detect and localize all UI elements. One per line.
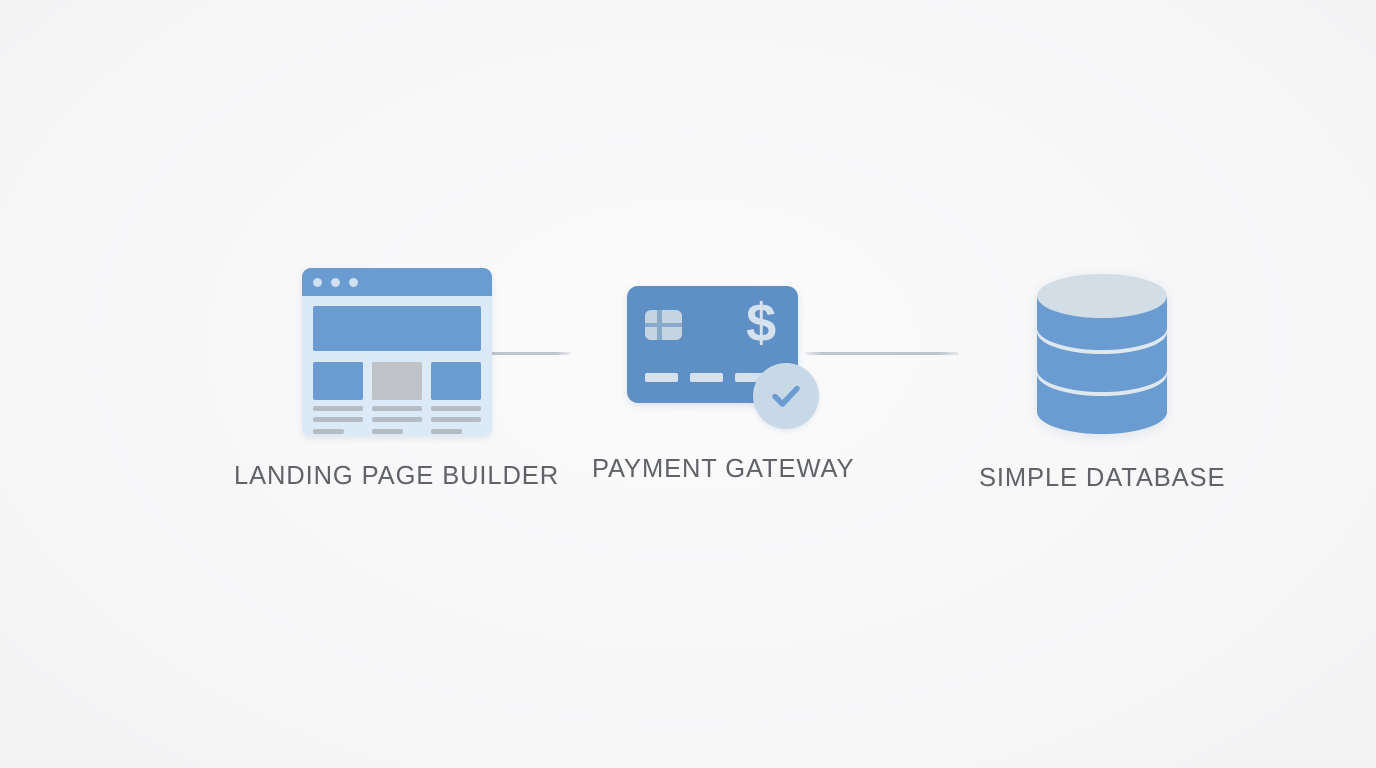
browser-column-text-line — [312, 417, 363, 422]
node-label-simple-database: SIMPLE DATABASE — [979, 464, 1226, 492]
node-label-payment-gateway: PAYMENT GATEWAY — [592, 455, 855, 483]
browser-dot-minimize-icon — [330, 277, 340, 287]
browser-column-thumb — [430, 362, 481, 400]
card-dash — [690, 373, 724, 382]
connector-landing-to-payment — [445, 352, 571, 355]
browser-column — [371, 362, 422, 434]
browser-column-text-line — [371, 417, 422, 422]
browser-hero-block — [312, 306, 481, 351]
browser-columns — [312, 362, 481, 434]
check-badge-icon — [753, 363, 820, 429]
card-number-dashes — [645, 373, 769, 382]
browser-column-text-line — [371, 429, 403, 434]
browser-column-text-line — [430, 417, 481, 422]
dollar-sign-icon: $ — [746, 293, 777, 353]
connector-payment-to-database — [805, 352, 959, 355]
card-dash — [645, 373, 679, 382]
browser-column-text-line — [312, 429, 344, 434]
browser-column-thumb — [371, 362, 422, 400]
browser-column — [312, 362, 363, 434]
browser-column — [430, 362, 481, 434]
node-label-landing-page-builder: LANDING PAGE BUILDER — [234, 462, 560, 490]
browser-body — [302, 296, 492, 434]
card-dash — [735, 373, 769, 382]
node-simple-database[interactable]: SIMPLE DATABASE — [979, 270, 1225, 493]
browser-window-icon — [301, 268, 492, 436]
browser-column-text-line — [371, 406, 422, 411]
credit-card-body: $ — [627, 286, 799, 403]
browser-titlebar — [301, 268, 492, 296]
browser-dot-close-icon — [312, 277, 322, 287]
browser-dot-maximize-icon — [348, 277, 358, 287]
card-chip-icon — [645, 310, 683, 340]
browser-column-text-line — [312, 406, 363, 411]
database-cylinder-icon — [1033, 270, 1171, 438]
node-landing-page-builder[interactable]: LANDING PAGE BUILDER — [234, 268, 559, 491]
browser-column-text-line — [430, 406, 481, 411]
browser-column-thumb — [312, 362, 363, 400]
node-payment-gateway[interactable]: $ PAYMENT GATEWAY — [592, 277, 854, 484]
credit-card-icon: $ — [627, 277, 820, 429]
browser-column-text-line — [430, 429, 462, 434]
